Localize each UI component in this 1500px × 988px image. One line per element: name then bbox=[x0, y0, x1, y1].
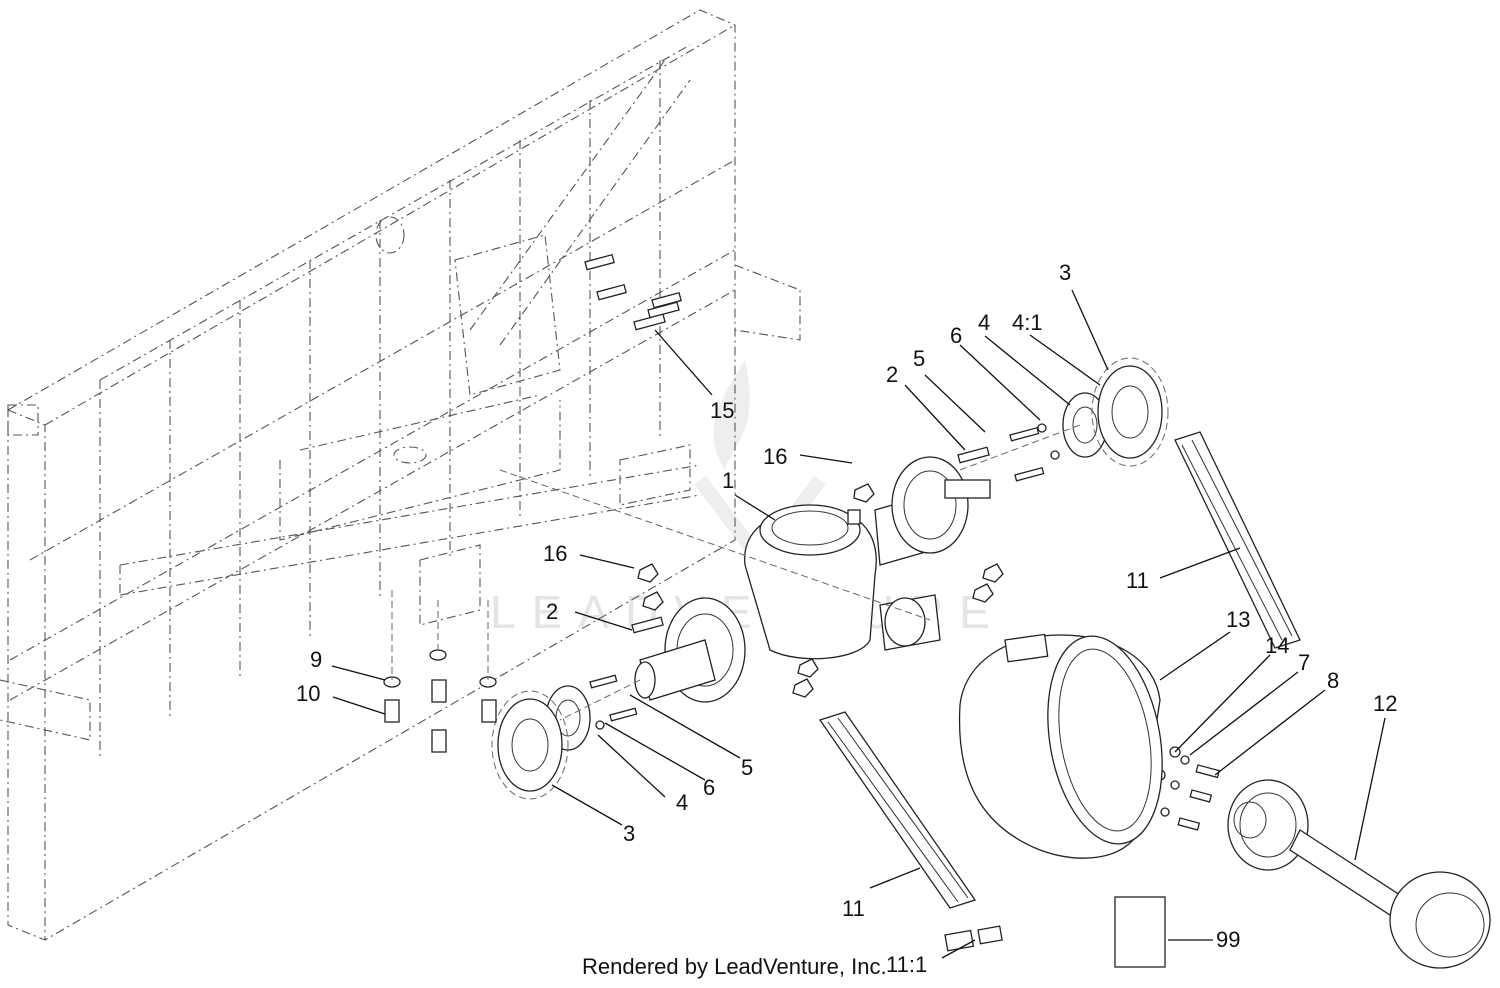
callout-4-lower: 4 bbox=[676, 790, 688, 815]
callout-11-1: 11:1 bbox=[886, 952, 927, 977]
connecting-link bbox=[944, 925, 1003, 952]
hub-sprocket-lower bbox=[491, 685, 591, 800]
callout-1: 1 bbox=[722, 468, 734, 493]
callout-99: 99 bbox=[1216, 927, 1240, 952]
callout-4-upper: 4 bbox=[978, 310, 990, 335]
callout-8: 8 bbox=[1327, 668, 1339, 693]
hub-sprocket-upper bbox=[1062, 357, 1169, 467]
credit-text: Rendered by LeadVenture, Inc. bbox=[582, 954, 887, 979]
callout-11-upper: 11 bbox=[1126, 568, 1149, 593]
callout-12: 12 bbox=[1373, 691, 1397, 716]
shield bbox=[958, 633, 1163, 859]
key-upper bbox=[957, 446, 990, 464]
callout-7: 7 bbox=[1298, 650, 1310, 675]
callout-4-1: 4:1 bbox=[1012, 310, 1043, 335]
callout-5-lower: 5 bbox=[741, 755, 753, 780]
callout-labels: 1 2 2 3 3 4 4 4:1 5 5 6 6 7 8 9 10 11 11… bbox=[296, 260, 1397, 977]
roller-chain-lower bbox=[818, 711, 977, 909]
callout-2-upper: 2 bbox=[886, 362, 898, 387]
callout-9: 9 bbox=[310, 647, 322, 672]
callout-16-upper: 16 bbox=[763, 444, 787, 469]
decal-box bbox=[1114, 896, 1166, 968]
callout-13: 13 bbox=[1226, 607, 1250, 632]
callout-3-upper: 3 bbox=[1059, 260, 1071, 285]
driveline bbox=[1227, 779, 1491, 969]
leader-lines bbox=[331, 289, 1386, 959]
callout-6-lower: 6 bbox=[703, 775, 715, 800]
callout-3-lower: 3 bbox=[623, 821, 635, 846]
key-lower bbox=[631, 616, 664, 634]
callout-14: 14 bbox=[1265, 633, 1289, 658]
callout-10: 10 bbox=[296, 681, 320, 706]
callout-11-lower: 11 bbox=[842, 896, 865, 921]
callout-2-lower: 2 bbox=[546, 599, 558, 624]
callout-5-upper: 5 bbox=[913, 346, 925, 371]
watermark-flame-icon bbox=[713, 360, 750, 470]
callout-16-lower: 16 bbox=[543, 541, 567, 566]
callout-6-upper: 6 bbox=[950, 323, 962, 348]
gearbox bbox=[634, 456, 1004, 703]
roller-chain-upper bbox=[1174, 431, 1301, 649]
callout-15: 15 bbox=[710, 398, 734, 423]
frame-assembly bbox=[0, 9, 801, 941]
mounting-bolts bbox=[584, 253, 682, 331]
